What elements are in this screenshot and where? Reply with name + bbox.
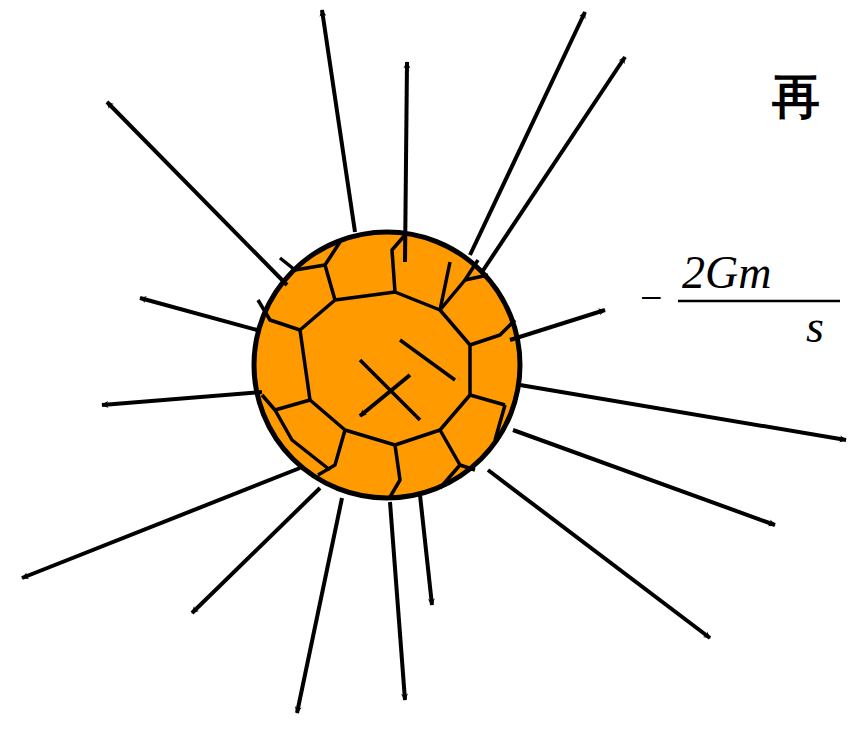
burst-arrows — [22, 10, 846, 713]
cracks — [258, 235, 515, 497]
sphere — [254, 232, 520, 498]
formula-denominator: s — [806, 304, 824, 350]
fraction-bar — [678, 300, 840, 303]
minus-sign: − — [640, 278, 663, 318]
heading-char: 再 — [772, 72, 820, 120]
orange-sphere — [254, 232, 520, 498]
formula-numerator: 2Gm — [682, 250, 771, 296]
